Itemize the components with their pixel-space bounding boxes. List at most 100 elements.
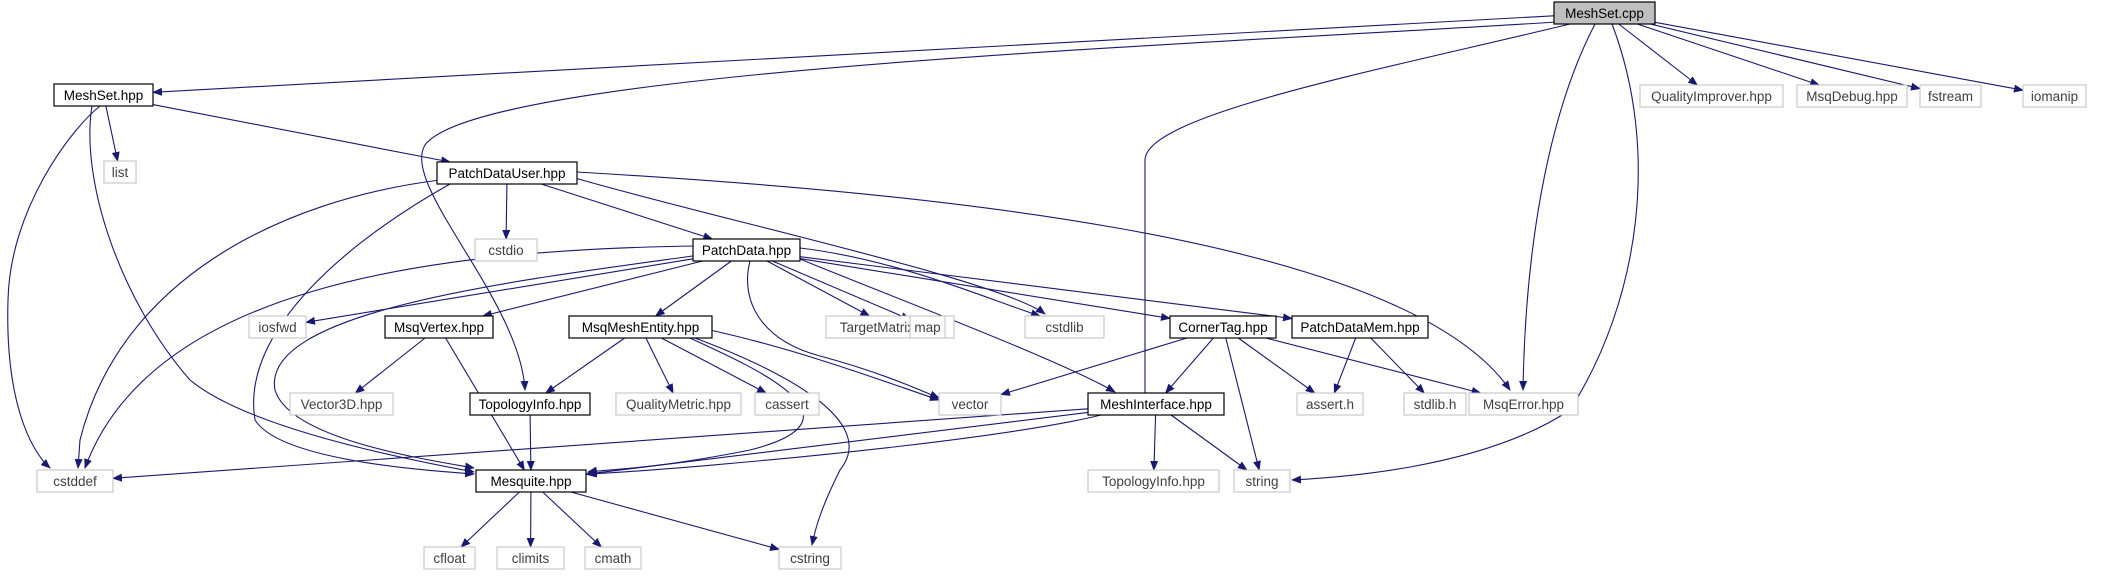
node-qualitymetric: QualityMetric.hpp (615, 392, 742, 416)
edge-topologyinfo-to-mesquite (526, 414, 535, 471)
node-box (496, 546, 565, 570)
node-patchdata[interactable]: PatchData.hpp (692, 238, 801, 262)
node-box (1233, 469, 1291, 493)
edge-patchdatauser-to-cstddef (74, 179, 441, 469)
node-msqdebug: MsqDebug.hpp (1796, 84, 1908, 108)
node-label: iosfwd (258, 320, 296, 335)
node-label: climits (512, 551, 550, 566)
node-label: MsqDebug.hpp (1806, 89, 1898, 104)
node-box (754, 392, 820, 416)
edge-meshinterface-to-string (1170, 414, 1248, 471)
node-label: list (112, 165, 129, 180)
node-stdlibh: stdlib.h (1403, 392, 1467, 416)
edge-patchdata-to-patchdatamem (799, 256, 1293, 322)
node-label: cmath (595, 551, 632, 566)
node-label: Mesquite.hpp (490, 474, 571, 489)
edge-mesquite-to-cmath (542, 491, 603, 548)
node-cornertag[interactable]: CornerTag.hpp (1169, 315, 1277, 339)
node-label: MeshSet.cpp (1565, 6, 1644, 21)
edge-patchdata-to-msqvertex (481, 260, 703, 318)
node-cstdio: cstdio (474, 238, 538, 262)
node-box (1796, 84, 1908, 108)
edge-meshset_cpp-to-iomanip (1654, 21, 2024, 93)
node-meshset_hpp[interactable]: MeshSet.hpp (53, 83, 154, 107)
node-box (2022, 84, 2087, 108)
node-label: MeshSet.hpp (64, 88, 144, 103)
node-box (423, 546, 476, 570)
node-patchdatamem[interactable]: PatchDataMem.hpp (1291, 315, 1429, 339)
node-box (1468, 392, 1579, 416)
node-qualityimprover: QualityImprover.hpp (1639, 84, 1784, 108)
edge-cornertag-to-string (1225, 337, 1261, 471)
node-topologyinfo_ext: TopologyInfo.hpp (1087, 469, 1220, 493)
node-box (584, 546, 642, 570)
edge-meshset_cpp-to-qualityimprover (1618, 23, 1699, 86)
node-label: PatchDataMem.hpp (1300, 320, 1419, 335)
node-box (1087, 392, 1225, 416)
edge-patchdatauser-to-patchdata (541, 183, 714, 241)
edge-patchdata-to-msqmeshentity (654, 260, 732, 317)
node-label: QualityMetric.hpp (626, 397, 731, 412)
node-box (1403, 392, 1467, 416)
node-label: cstdio (488, 243, 523, 258)
node-box (36, 469, 114, 493)
edge-cornertag-to-meshinterface (1164, 337, 1214, 394)
node-label: cstring (790, 551, 830, 566)
node-topologyinfo[interactable]: TopologyInfo.hpp (469, 392, 591, 416)
node-cassert: cassert (754, 392, 820, 416)
node-msqvertex[interactable]: MsqVertex.hpp (384, 315, 494, 339)
node-label: string (1245, 474, 1278, 489)
edge-meshinterface-to-mesquite (585, 411, 1089, 478)
node-box (384, 315, 494, 339)
node-box (1553, 1, 1656, 25)
node-meshset_cpp[interactable]: MeshSet.cpp (1553, 1, 1656, 25)
edge-cornertag-to-asserth (1237, 337, 1316, 394)
node-label: cassert (765, 397, 809, 412)
node-msqmeshentity[interactable]: MsqMeshEntity.hpp (568, 315, 713, 339)
node-asserth: assert.h (1296, 392, 1364, 416)
edge-msqmeshentity-to-cassert (661, 337, 767, 394)
node-fstream: fstream (1919, 84, 1982, 108)
edge-meshset_cpp-to-msqdebug (1637, 23, 1821, 86)
node-box (436, 161, 578, 185)
node-vector3d: Vector3D.hpp (289, 392, 394, 416)
node-iosfwd: iosfwd (248, 315, 307, 339)
node-box (615, 392, 742, 416)
node-box (938, 392, 1002, 416)
node-box (1024, 315, 1105, 339)
edges-layer (7, 15, 2024, 551)
edge-msqmeshentity-to-topologyinfo (544, 337, 626, 394)
edge-patchdata-to-vector (747, 260, 940, 399)
edge-msqvertex-to-vector3d (354, 337, 426, 394)
node-box (469, 392, 591, 416)
node-mesquite[interactable]: Mesquite.hpp (475, 469, 587, 493)
node-label: TopologyInfo.hpp (479, 397, 582, 412)
node-box (1087, 469, 1220, 493)
node-msqerror: MsqError.hpp (1468, 392, 1579, 416)
edge-meshset_cpp-to-msqerror (1519, 23, 1596, 391)
node-label: cfloat (433, 551, 466, 566)
edge-patchdata-to-map (772, 260, 911, 321)
node-label: TopologyInfo.hpp (1102, 474, 1205, 489)
edge-patchdatauser-to-cstdlib (574, 177, 1046, 315)
node-box (568, 315, 713, 339)
edge-patchdata-to-cstddef (84, 245, 696, 469)
node-cmath: cmath (584, 546, 642, 570)
node-meshinterface[interactable]: MeshInterface.hpp (1087, 392, 1225, 416)
edge-patchdatamem-to-asserth (1333, 337, 1357, 394)
node-box (1291, 315, 1429, 339)
node-box (692, 238, 801, 262)
node-label: iomanip (2031, 89, 2078, 104)
edge-meshset_cpp-to-meshset_hpp (152, 15, 1555, 96)
node-box (53, 83, 154, 107)
edge-meshset_hpp-to-patchdatauser (152, 104, 452, 165)
edge-msqmeshentity-to-vector (709, 329, 940, 401)
node-box (103, 160, 137, 184)
edge-msqmeshentity-to-cstring (694, 337, 850, 546)
node-patchdatauser[interactable]: PatchDataUser.hpp (436, 161, 578, 185)
node-cstring: cstring (778, 546, 842, 570)
edge-patchdatauser-to-mesquite (253, 183, 475, 478)
edge-patchdatamem-to-stdlibh (1370, 337, 1425, 394)
edge-mesquite-to-cstring (570, 491, 780, 551)
